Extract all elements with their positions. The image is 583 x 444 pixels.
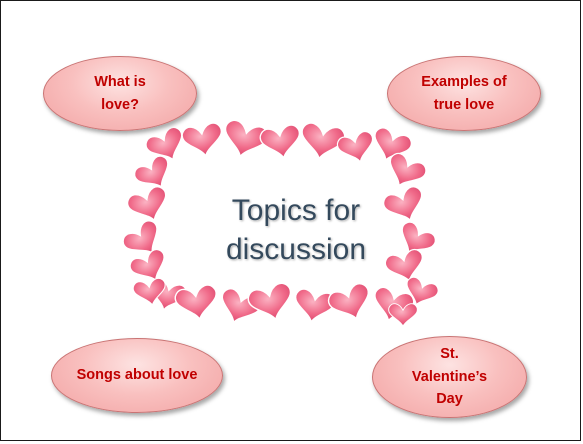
topic-bubble-what-is-love: What is love? [43, 56, 197, 131]
heart-icon [325, 280, 377, 327]
heart-icon [127, 246, 173, 289]
topic-label: St. Valentine’s Day [411, 346, 488, 408]
topic-label: Songs about love [76, 367, 198, 384]
heart-icon [180, 121, 226, 160]
topic-bubble-valentines-day: St. Valentine’s Day [372, 336, 527, 418]
heart-icon [291, 287, 337, 326]
heart-icon [245, 280, 298, 326]
center-title: Topics for discussion [225, 194, 367, 266]
topic-label: Examples of true love [421, 74, 507, 113]
topic-bubble-examples-true-love: Examples of true love [387, 56, 541, 131]
heart-icon [173, 283, 221, 324]
heart-icon [258, 123, 304, 162]
topic-bubble-songs-about-love: Songs about love [51, 338, 223, 413]
topic-label: What is love? [94, 74, 146, 113]
